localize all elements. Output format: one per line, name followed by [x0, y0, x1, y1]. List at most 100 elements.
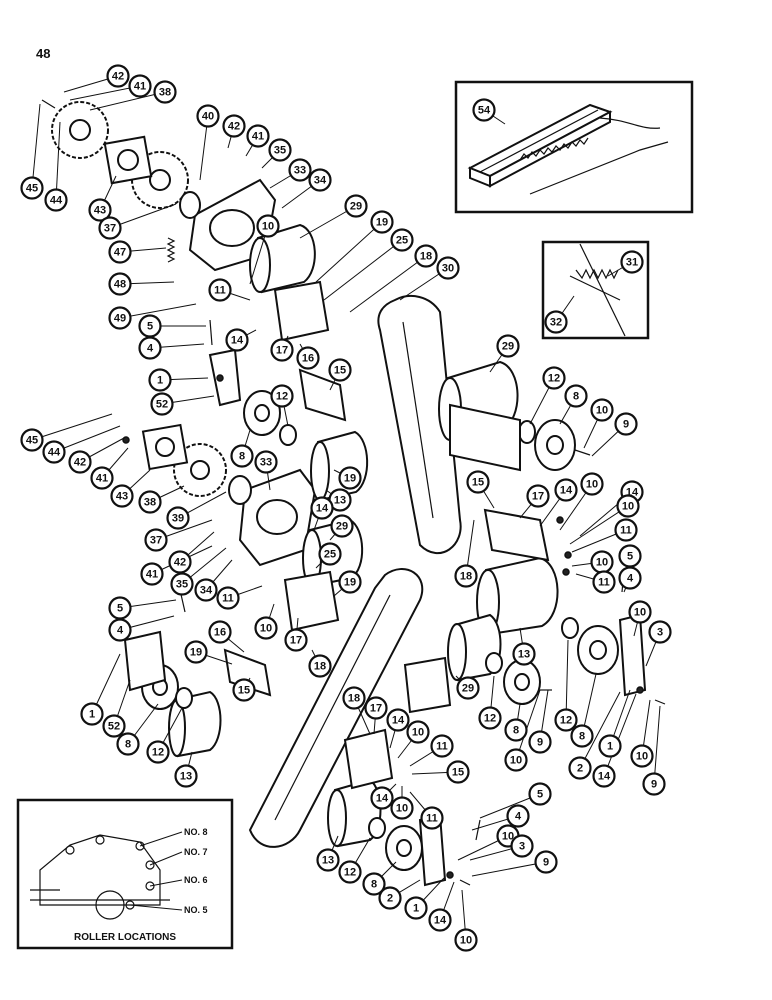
callout-bubble [196, 104, 220, 128]
bushing-12b [518, 420, 536, 444]
callout-number: 10 [636, 751, 648, 763]
callout-bubble [68, 450, 92, 474]
callout-bubble [256, 214, 280, 238]
leader-line [55, 121, 61, 201]
callout-bubble [510, 834, 534, 858]
part-callout-10: 10 [504, 748, 528, 772]
callout-bubble [528, 782, 552, 806]
callout-number: 52 [156, 399, 168, 411]
callout-bubble [108, 272, 132, 296]
callout-number: 42 [74, 457, 86, 469]
callout-bubble [472, 98, 496, 122]
callout-number: 37 [150, 535, 162, 547]
part-callout-42: 42 [168, 550, 192, 574]
callout-bubble [148, 368, 172, 392]
hardware-bolts [41, 99, 666, 886]
callout-bubble [456, 676, 480, 700]
callout-bubble [166, 506, 190, 530]
callout-bubble [184, 640, 208, 664]
part-callout-10: 10 [628, 600, 652, 624]
part-callout-43: 43 [110, 484, 134, 508]
callout-number: 14 [376, 793, 389, 805]
callout-bubble [436, 256, 460, 280]
part-callout-35: 35 [268, 138, 292, 162]
callout-number: 11 [426, 813, 438, 825]
bracket-52-lower [123, 630, 167, 692]
roller-upper-left [249, 223, 316, 294]
callout-number: 44 [48, 447, 61, 459]
callout-bubble [270, 338, 294, 362]
callout-bubble [414, 244, 438, 268]
part-callout-1: 1 [404, 896, 428, 920]
callout-number: 4 [147, 343, 154, 355]
part-callout-1: 1 [598, 734, 622, 758]
callout-bubble [512, 642, 536, 666]
callout-bubble [42, 440, 66, 464]
part-callout-11: 11 [420, 806, 444, 830]
leader-line [579, 691, 621, 769]
callout-number: 17 [276, 345, 288, 357]
callout-number: 42 [174, 557, 186, 569]
part-callout-5: 5 [108, 596, 132, 620]
callout-number: 47 [114, 247, 126, 259]
bracket-52-upper [208, 348, 242, 407]
leader-line [31, 103, 41, 189]
part-callout-33: 33 [288, 158, 312, 182]
part-callout-14: 14 [428, 908, 452, 932]
callout-bubble [222, 114, 246, 138]
bracket-right-upper [449, 403, 521, 472]
callout-bubble [642, 772, 666, 796]
callout-bubble [370, 786, 394, 810]
part-callout-12: 12 [478, 706, 502, 730]
bracket-15-upper [298, 368, 347, 422]
callout-number: 41 [252, 131, 264, 143]
callout-bubble [420, 806, 444, 830]
bearing-37 [179, 191, 201, 219]
callout-bubble [370, 210, 394, 234]
bearing-lower-bore [155, 437, 175, 457]
callout-number: 17 [370, 703, 382, 715]
part-callout-39: 39 [166, 506, 190, 530]
callout-bubble [144, 528, 168, 552]
part-callout-41: 41 [246, 124, 270, 148]
part-callout-44: 44 [42, 440, 66, 464]
part-callout-10: 10 [406, 720, 430, 744]
callout-number: 43 [94, 205, 106, 217]
part-callout-29: 29 [496, 334, 520, 358]
callout-bubble [270, 384, 294, 408]
callout-bubble [140, 562, 164, 586]
callout-number: 10 [412, 727, 424, 739]
callout-number: 14 [392, 715, 405, 727]
callout-bubble [102, 714, 126, 738]
callout-number: 8 [573, 391, 579, 403]
bushing-12c [175, 687, 193, 709]
part-callout-38: 38 [138, 490, 162, 514]
part-callout-14: 14 [225, 328, 249, 352]
callout-bubble [496, 334, 520, 358]
callout-number: 38 [159, 87, 171, 99]
callout-bubble [466, 470, 490, 494]
callout-number: 11 [598, 577, 610, 589]
callout-bubble [108, 618, 132, 642]
part-callout-31: 31 [620, 250, 644, 274]
part-callout-10: 10 [590, 550, 614, 574]
callout-number: 10 [396, 803, 408, 815]
callout-bubble [310, 496, 334, 520]
callout-number: 1 [413, 903, 419, 915]
part-callout-2: 2 [378, 886, 402, 910]
part-callout-4: 4 [618, 566, 642, 590]
baler-outline-illustration [30, 831, 183, 920]
part-callout-10: 10 [590, 398, 614, 422]
callout-bubble [138, 336, 162, 360]
callout-bubble [428, 908, 452, 932]
callout-number: 19 [344, 473, 356, 485]
callout-number: 33 [294, 165, 306, 177]
callout-number: 52 [108, 721, 120, 733]
callout-number: 15 [472, 477, 484, 489]
callout-bubble [554, 478, 578, 502]
part-callout-13: 13 [174, 764, 198, 788]
part-callout-17: 17 [284, 628, 308, 652]
callout-bubble [630, 744, 654, 768]
part-callout-38: 38 [153, 80, 177, 104]
